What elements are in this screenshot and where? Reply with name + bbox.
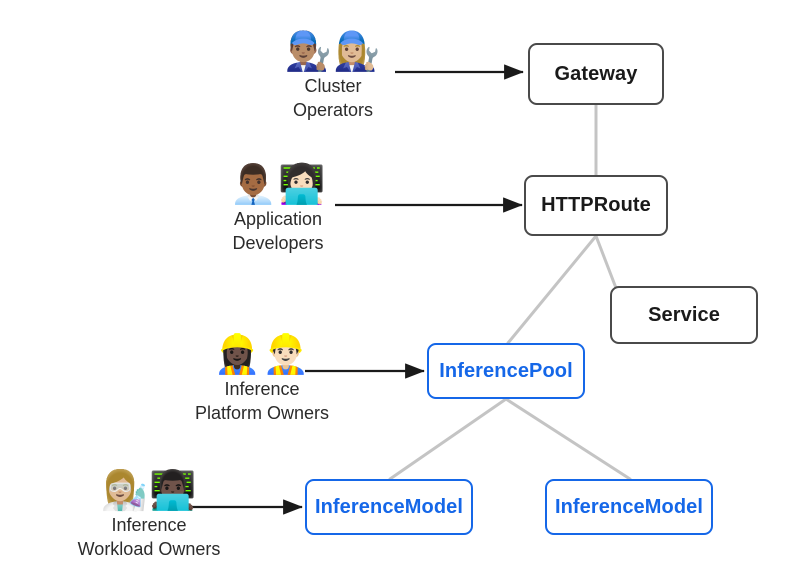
actor-label-line1: Application xyxy=(233,209,323,229)
actor-label-line1: Inference xyxy=(111,515,187,535)
node-inferencemodel1[interactable]: InferenceModel xyxy=(305,479,473,535)
actor-label-line1: Inference xyxy=(224,379,300,399)
edge-inferencepool-to-model-left xyxy=(388,397,508,481)
edge-httproute-to-inferencepool xyxy=(506,234,598,345)
node-httproute[interactable]: HTTPRoute xyxy=(524,175,668,236)
node-inferencepool[interactable]: InferencePool xyxy=(427,343,585,399)
actor-people-icon: 👨🏽‍🔧👩🏼‍🔧 xyxy=(284,29,382,73)
node-label: HTTPRoute xyxy=(541,194,651,216)
actor-label-line2: Developers xyxy=(232,233,324,253)
node-label: InferencePool xyxy=(439,359,573,382)
node-gateway[interactable]: Gateway xyxy=(528,43,664,105)
actor-arrows xyxy=(190,64,524,515)
actor-label-line1: Cluster xyxy=(304,76,362,96)
actor-people-icon: 👨🏾‍💼👩🏻‍💻 xyxy=(229,162,327,206)
node-label: InferenceModel xyxy=(314,495,464,518)
edge-httproute-to-service xyxy=(594,234,618,290)
node-service[interactable]: Service xyxy=(610,286,758,344)
edge-inferencepool-to-model-right xyxy=(504,397,632,481)
node-label: InferenceModel xyxy=(554,495,704,518)
actor-people-icon: 👷🏿‍♀️👷🏻‍♂️ xyxy=(213,332,311,376)
actor-label-line2: Platform Owners xyxy=(194,403,330,423)
node-label: Gateway xyxy=(554,62,638,85)
node-label: Service xyxy=(648,303,720,326)
node-inferencemodel2[interactable]: InferenceModel xyxy=(545,479,713,535)
node-edges xyxy=(388,103,632,481)
actor-label-line2: Workload Owners xyxy=(77,539,221,559)
actor-people-icon: 👩🏼‍🔬👨🏿‍💻 xyxy=(100,468,198,512)
actor-label-line2: Operators xyxy=(292,100,374,120)
